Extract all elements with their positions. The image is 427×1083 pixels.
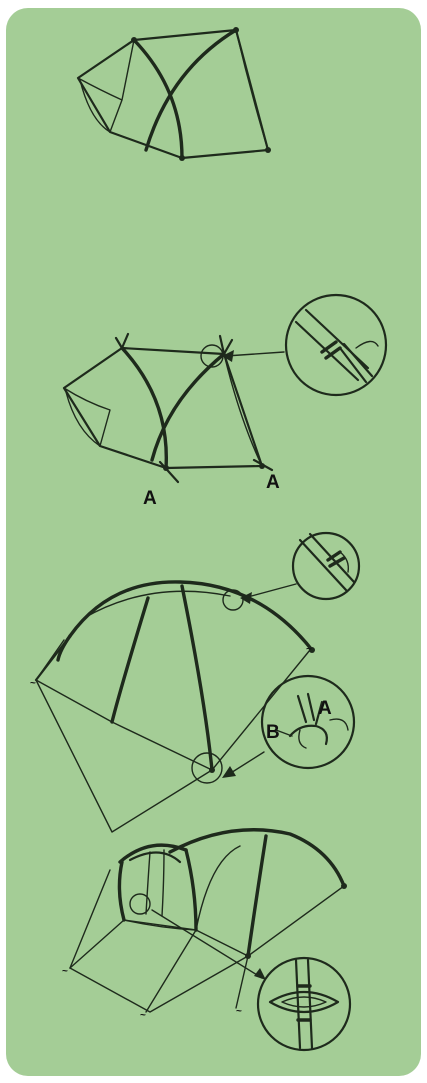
svg-text:~: ~ — [62, 966, 68, 977]
label-a-right: A — [266, 472, 280, 493]
label-a: A — [318, 698, 332, 719]
label-a-left: A — [143, 488, 157, 509]
step-3-dome-raised: B A — [36, 533, 359, 832]
label-b: B — [266, 722, 280, 743]
svg-text:~: ~ — [30, 678, 36, 689]
step-4-vestibule — [70, 830, 350, 1050]
svg-text:~: ~ — [236, 1006, 242, 1017]
svg-text:~: ~ — [140, 1010, 146, 1021]
step-1-flat-tent — [78, 27, 271, 161]
step-2-poles-inserted: A A — [64, 295, 386, 509]
svg-text:~: ~ — [306, 644, 312, 655]
